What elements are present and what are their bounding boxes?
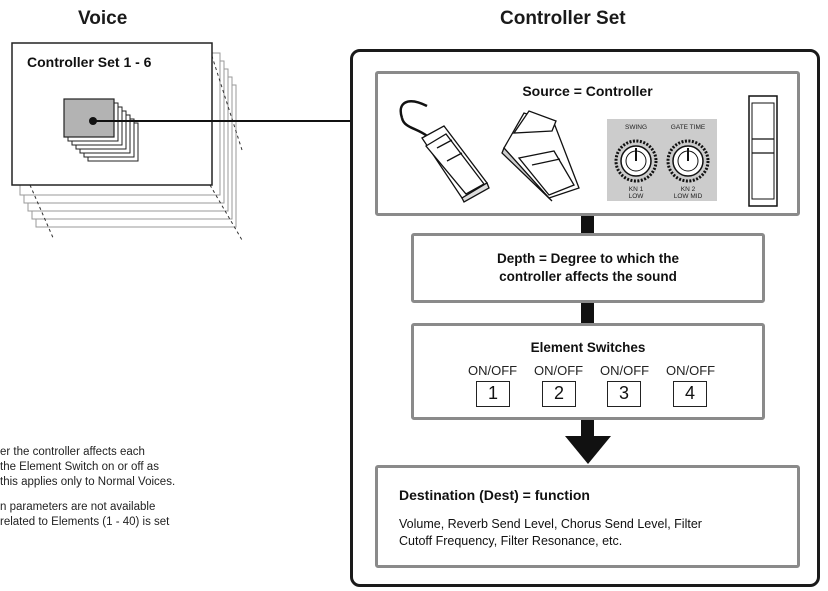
controller-set-heading: Controller Set <box>500 8 626 29</box>
controller-set-card-label: Controller Set 1 - 6 <box>27 54 152 70</box>
depth-line-2: controller affects the sound <box>499 269 677 284</box>
switch-3-label: ON/OFF <box>600 363 650 378</box>
switch-2-label: ON/OFF <box>534 363 584 378</box>
source-title: Source = Controller <box>522 83 653 99</box>
controller-set-chip-stack <box>63 98 139 162</box>
knob-2-icon <box>666 139 710 183</box>
element-switches-title: Element Switches <box>530 340 646 355</box>
expression-pedal-icon <box>501 110 580 202</box>
destination-line-2: Cutoff Frequency, Filter Resonance, etc. <box>399 534 623 548</box>
depth-box: Depth = Degree to which the controller a… <box>411 233 765 303</box>
switch-1-label: ON/OFF <box>468 363 518 378</box>
connector-bar-2 <box>581 301 594 325</box>
connector-line <box>89 117 350 125</box>
note-line-5: related to Elements (1 - 40) is set <box>0 516 170 528</box>
destination-line-1: Volume, Reverb Send Level, Chorus Send L… <box>399 517 702 531</box>
destination-box: Destination (Dest) = function Volume, Re… <box>375 465 800 568</box>
switch-2: 2 <box>542 381 576 407</box>
voice-heading: Voice <box>78 8 128 29</box>
controller-set-frame <box>350 49 820 587</box>
note-line-3: this applies only to Normal Voices. <box>0 476 176 488</box>
switch-1: 1 <box>476 381 510 407</box>
knob-1-bottom-label-2: LOW <box>628 193 644 200</box>
destination-title: Destination (Dest) = function <box>399 487 590 503</box>
slider-icon <box>748 95 778 207</box>
knob-1-bottom-label-1: KN 1 <box>628 186 644 193</box>
connector-bar-1 <box>581 213 594 234</box>
knob-1-icon <box>614 139 658 183</box>
depth-line-1: Depth = Degree to which the <box>497 251 679 266</box>
note-line-1: er the controller affects each <box>0 446 145 458</box>
note-line-2: the Element Switch on or off as <box>0 461 159 473</box>
knob-2-top-label: GATE TIME <box>670 124 706 131</box>
knob-2-bottom-label-2: LOW MID <box>673 193 703 200</box>
switch-4: 4 <box>673 381 707 407</box>
switch-3: 3 <box>607 381 641 407</box>
knob-1-top-label: SWING <box>624 124 648 131</box>
sustain-pedal-icon <box>399 100 490 203</box>
switch-4-label: ON/OFF <box>666 363 716 378</box>
down-arrow-icon <box>565 416 611 464</box>
knob-2-bottom-label-1: KN 2 <box>680 186 696 193</box>
note-line-4: n parameters are not available <box>0 501 156 513</box>
